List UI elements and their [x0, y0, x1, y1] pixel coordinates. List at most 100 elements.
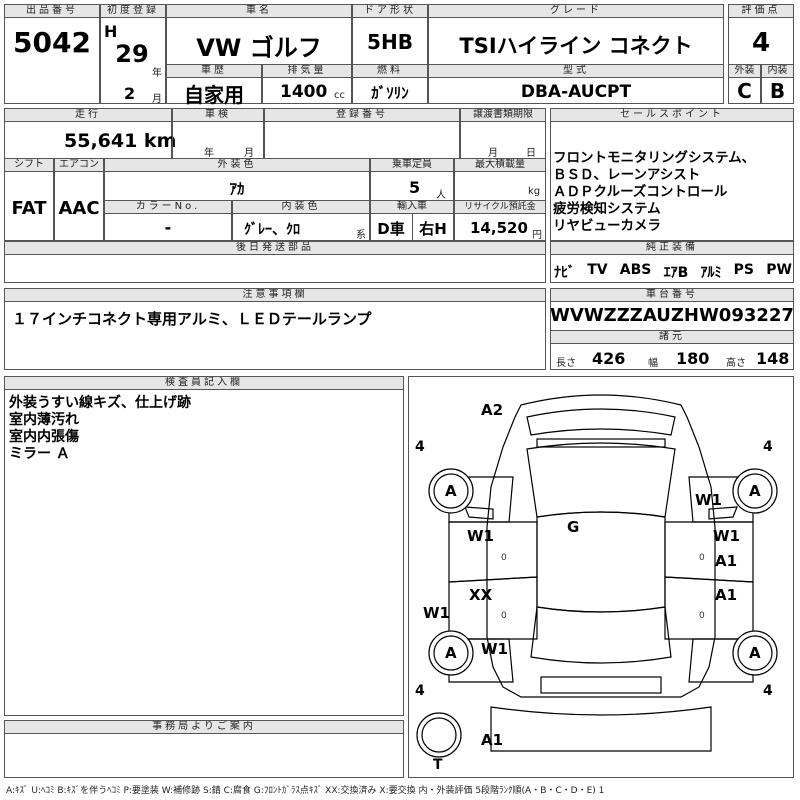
damage-mark-a1-right-door: A1	[715, 552, 738, 570]
door-value: 5HB	[367, 30, 413, 54]
capacity-unit: 人	[436, 190, 446, 201]
office-panel: 事務局よりご案内	[4, 720, 404, 778]
width-value: 180	[676, 349, 710, 368]
history-label: 車歴	[166, 64, 262, 78]
shift-label: シフト	[4, 158, 54, 172]
grade-label: グレード	[428, 4, 724, 18]
ext-color-label: 外装色	[104, 158, 370, 172]
car-name-label: 車名	[166, 4, 352, 18]
recycle-label: リサイクル預託金	[454, 200, 546, 214]
chassis-panel: 車台番号 WVWZZZAUZHW093227 諸元 長さ 426 幅 180 高…	[550, 288, 794, 370]
recycle-value: 14,520	[470, 219, 528, 237]
sales-point-line: リヤビューカメラ	[553, 218, 661, 234]
int-color-unit: 系	[356, 230, 366, 241]
year-unit: 年	[152, 68, 162, 79]
import-value-handle: 右H	[419, 220, 447, 238]
length-value: 426	[592, 349, 626, 368]
inspector-line: 外装うすい線キズ、仕上げ跡	[9, 395, 191, 411]
max-load-label: 最大積載量	[454, 158, 546, 172]
tire-count-rear-right: 4	[763, 683, 773, 699]
transfer-day-unit: 日	[526, 148, 536, 159]
zero-mark: 0	[699, 553, 705, 563]
recycle-unit: 円	[532, 230, 542, 241]
sales-point-line: ＢＳＤ、レーンアシスト	[553, 167, 701, 183]
damage-mark-xx-left-door: XX	[469, 586, 493, 604]
trunk-label: T	[433, 757, 443, 773]
caution-panel: 注意事項欄 １７インチコネクト専用アルミ、ＬＥＤテールランプ	[4, 288, 546, 370]
legend-text: A:ｷｽﾞ U:ﾍｺﾐ B:ｷｽﾞを伴うﾍｺﾐ P:要塗装 W:補修跡 S:錆 …	[6, 786, 605, 796]
sales-point-line: フロントモニタリングシステム、	[553, 150, 756, 166]
zero-mark: 0	[699, 611, 705, 621]
door-label: ドア形状	[352, 4, 428, 18]
ext-color-value: ｱｶ	[229, 180, 245, 198]
dims-label: 諸元	[550, 330, 794, 344]
zero-mark: 0	[501, 553, 507, 563]
sales-point-label: セールスポイント	[550, 108, 794, 122]
equipment-item: ｴｱB	[663, 265, 689, 281]
lot-label: 出品番号	[4, 4, 100, 18]
interior-grade: B	[769, 79, 786, 103]
equipment-item: TV	[587, 262, 608, 278]
first-reg-month: 2	[124, 84, 136, 103]
displacement-label: 排気量	[262, 64, 352, 78]
later-parts-label: 後日発送部品	[4, 241, 546, 255]
caution-label: 注意事項欄	[4, 288, 546, 302]
sales-point-list: フロントモニタリングシステム、 ＢＳＤ、レーンアシスト ＡＤＰクルーズコントロー…	[553, 150, 793, 235]
details-table: 走行 55,641 km 車検 年 月 登録番号 譲渡書類期限 月 日 シフト …	[4, 108, 546, 283]
exterior-grade: C	[737, 79, 752, 103]
era-prefix: H	[104, 22, 118, 41]
damage-mark-w1-left-sill: W1	[423, 604, 450, 622]
height-label: 高さ	[726, 358, 746, 369]
damage-mark-a2: A2	[481, 401, 504, 419]
damage-mark-w1-right-door: W1	[713, 527, 740, 545]
equipment-label: 純正装備	[550, 241, 794, 255]
tire-count-rear-left: 4	[415, 683, 425, 699]
equipment-item: ABS	[619, 262, 652, 278]
car-diagram-panel: 4 4 4 4 A A A A A2 W1 G W1 W1 A1 XX A1 W…	[408, 376, 794, 778]
color-no-value: -	[164, 218, 172, 237]
inspector-panel: 検査員記入欄 外装うすい線キズ、仕上げ跡 室内薄汚れ 室内内張傷 ミラー Ａ	[4, 376, 404, 716]
ac-value: AAC	[58, 198, 100, 219]
fuel-value: ｶﾞｿﾘﾝ	[371, 84, 409, 102]
equipment-item: ﾅﾋﾞ	[554, 265, 575, 281]
first-reg-label: 初度登録	[100, 4, 166, 18]
ac-label: エアコン	[54, 158, 104, 172]
inspection-label: 車検	[172, 108, 264, 122]
inspector-label: 検査員記入欄	[4, 376, 404, 390]
transfer-label: 譲渡書類期限	[460, 108, 546, 122]
capacity-value: 5	[409, 178, 421, 197]
capacity-label: 乗車定員	[370, 158, 454, 172]
tire-count-front-right: 4	[763, 439, 773, 455]
damage-mark-g: G	[567, 518, 580, 536]
grade-value: TSIハイライン コネクト	[459, 34, 693, 58]
zero-mark: 0	[501, 611, 507, 621]
office-label: 事務局よりご案内	[4, 720, 404, 734]
tire-mark-front-right: A	[749, 482, 761, 500]
tire-mark-front-left: A	[445, 482, 457, 500]
int-color-value: ｸﾞﾚｰ、ｸﾛ	[244, 222, 300, 238]
sales-point-line: ＡＤＰクルーズコントロール	[553, 184, 728, 200]
color-no-label: カラーNo.	[104, 200, 232, 214]
damage-mark-w1-left-rear: W1	[481, 640, 508, 658]
chassis-number: WVWZZZAUZHW093227	[550, 305, 794, 326]
model-value: DBA-AUCPT	[520, 82, 632, 102]
int-color-label: 内装色	[232, 200, 370, 214]
width-label: 幅	[648, 358, 658, 369]
displacement-value: 1400	[280, 82, 328, 102]
model-label: 型式	[428, 64, 724, 78]
caution-text: １７インチコネクト専用アルミ、ＬＥＤテールランプ	[12, 310, 372, 328]
mileage-value: 55,641 km	[64, 130, 177, 152]
import-value-drive: D車	[377, 220, 405, 238]
transfer-month-unit: 月	[488, 148, 498, 159]
car-diagram	[416, 394, 778, 758]
chassis-label: 車台番号	[550, 288, 794, 302]
sales-point-line: 疲労検知システム	[553, 201, 661, 217]
damage-mark-a1-bottom: A1	[481, 731, 504, 749]
score-label: 評価点	[728, 4, 794, 18]
sales-point-panel: セールスポイント フロントモニタリングシステム、 ＢＳＤ、レーンアシスト ＡＤＰ…	[550, 108, 794, 283]
displacement-unit: cc	[334, 90, 345, 101]
month-unit: 月	[152, 94, 162, 105]
equipment-item: PW	[766, 262, 792, 278]
inspector-notes: 外装うすい線キズ、仕上げ跡 室内薄汚れ 室内内張傷 ミラー Ａ	[9, 395, 191, 463]
inspection-month-unit: 月	[244, 148, 254, 159]
